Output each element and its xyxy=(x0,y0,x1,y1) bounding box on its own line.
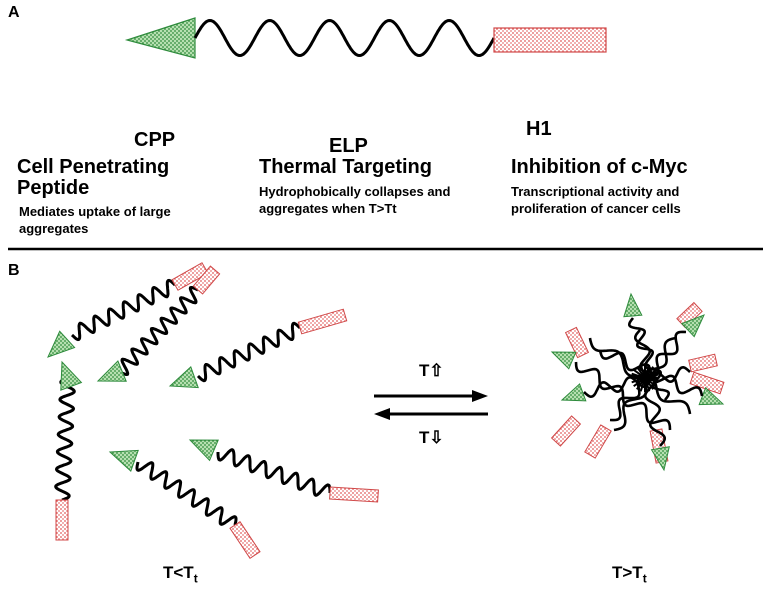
h1-block xyxy=(688,353,718,373)
aggregate-core xyxy=(631,364,659,392)
aggregate-h1 xyxy=(564,326,590,359)
cpp-arrowhead xyxy=(188,439,219,462)
panel-b-label: B xyxy=(8,262,20,279)
cooling-arrow-head xyxy=(374,408,390,420)
aggregate-cpp xyxy=(650,446,670,472)
free-monomer xyxy=(108,449,261,559)
aggregate-elp xyxy=(634,329,666,447)
cpp-heading-line-2: Peptide xyxy=(17,177,90,199)
elp-wave xyxy=(196,321,302,383)
cpp-arrowhead xyxy=(680,314,705,338)
elp-wave xyxy=(135,461,238,526)
above-transition-main: T>T xyxy=(612,563,643,582)
h1-heading: Inhibition of c-Myc xyxy=(511,157,688,178)
core-strand xyxy=(631,372,659,384)
h1-block xyxy=(689,371,725,395)
h1-label: H1 xyxy=(526,118,552,140)
elp-description-line-1: Hydrophobically collapses and xyxy=(259,184,451,199)
h1-block xyxy=(192,265,221,295)
h1-block xyxy=(171,262,209,291)
h1-block xyxy=(297,308,348,335)
aggregate-elp xyxy=(627,317,671,401)
elp-description: Hydrophobically collapses and aggregates… xyxy=(259,183,450,217)
cpp-heading-line-1: Cell Penetrating xyxy=(17,156,170,178)
aggregate-h1 xyxy=(689,371,725,395)
aggregate-cpp xyxy=(698,386,725,406)
h1-description: Transcriptional activity and proliferati… xyxy=(511,183,681,217)
aggregate-cpp xyxy=(560,383,587,402)
construct-schematic xyxy=(124,17,607,59)
cpp-arrowhead xyxy=(623,292,643,318)
cpp-arrowhead xyxy=(108,449,139,472)
cpp-arrowhead xyxy=(698,386,725,406)
free-monomer xyxy=(47,262,209,358)
elp-wave xyxy=(54,376,76,502)
aggregate-h1 xyxy=(550,415,582,447)
h1-block xyxy=(229,521,261,559)
free-monomer xyxy=(96,265,221,382)
elp-description-line-2: aggregates when T>Tt xyxy=(259,201,397,216)
equilibrium-arrows xyxy=(374,390,488,420)
cpp-arrowhead xyxy=(96,360,127,382)
above-transition-label: T>Tt xyxy=(612,563,647,585)
below-transition-label: T<Tt xyxy=(163,563,198,585)
cpp-heading: Cell Penetrating Peptide xyxy=(17,157,169,199)
h1-block xyxy=(564,326,590,359)
h1-description-line-1: Transcriptional activity and xyxy=(511,184,680,199)
cpp-arrowhead xyxy=(550,351,577,370)
aggregate-h1 xyxy=(584,424,612,459)
free-monomer xyxy=(188,439,379,503)
below-transition-main: T<T xyxy=(163,563,194,582)
above-transition-sub: t xyxy=(642,571,647,586)
below-transition-sub: t xyxy=(193,571,198,586)
h1-block xyxy=(493,27,607,53)
cpp-arrowhead xyxy=(560,383,587,402)
cpp-description-line-1: Mediates uptake of large xyxy=(19,204,171,219)
cpp-label: CPP xyxy=(134,129,176,151)
cpp-description: Mediates uptake of large aggregates xyxy=(19,203,171,237)
elp-wave xyxy=(70,278,177,342)
elp-label: ELP xyxy=(329,135,368,157)
heating-arrow-head xyxy=(472,390,488,402)
cpp-arrowhead xyxy=(47,330,76,358)
panel-a-label: A xyxy=(8,4,20,21)
elp-wave xyxy=(193,18,496,58)
h1-heading-line-1: Inhibition of c-Myc xyxy=(511,156,688,178)
elp-heading-line-1: Thermal Targeting xyxy=(259,156,432,178)
aggregate-h1 xyxy=(688,353,718,373)
cpp-description-line-2: aggregates xyxy=(19,221,89,236)
h1-block xyxy=(584,424,612,459)
elp-heading: Thermal Targeting xyxy=(259,157,432,178)
free-monomer xyxy=(54,360,83,541)
h1-block xyxy=(55,499,69,541)
aggregate-cpp xyxy=(680,314,705,338)
cpp-arrowhead xyxy=(650,446,670,472)
aggregate-elp xyxy=(574,361,672,431)
aggregate-cpp xyxy=(550,351,577,370)
h1-description-line-2: proliferation of cancer cells xyxy=(511,201,681,216)
elp-wave xyxy=(216,448,332,497)
heating-arrow-label: T⇧ xyxy=(419,361,444,380)
cpp-arrowhead xyxy=(60,360,83,391)
free-monomer xyxy=(168,308,348,389)
h1-block xyxy=(329,486,379,503)
cooling-arrow-label: T⇩ xyxy=(419,428,444,447)
h1-block xyxy=(550,415,582,447)
cpp-arrowhead xyxy=(124,17,196,59)
aggregate-cpp xyxy=(623,292,643,318)
h1-block xyxy=(676,301,703,329)
cpp-arrowhead xyxy=(168,366,199,389)
free-monomers xyxy=(47,262,379,559)
aggregate-h1 xyxy=(676,301,703,329)
elp-wave xyxy=(119,286,199,376)
aggregate-micelle xyxy=(550,292,725,472)
